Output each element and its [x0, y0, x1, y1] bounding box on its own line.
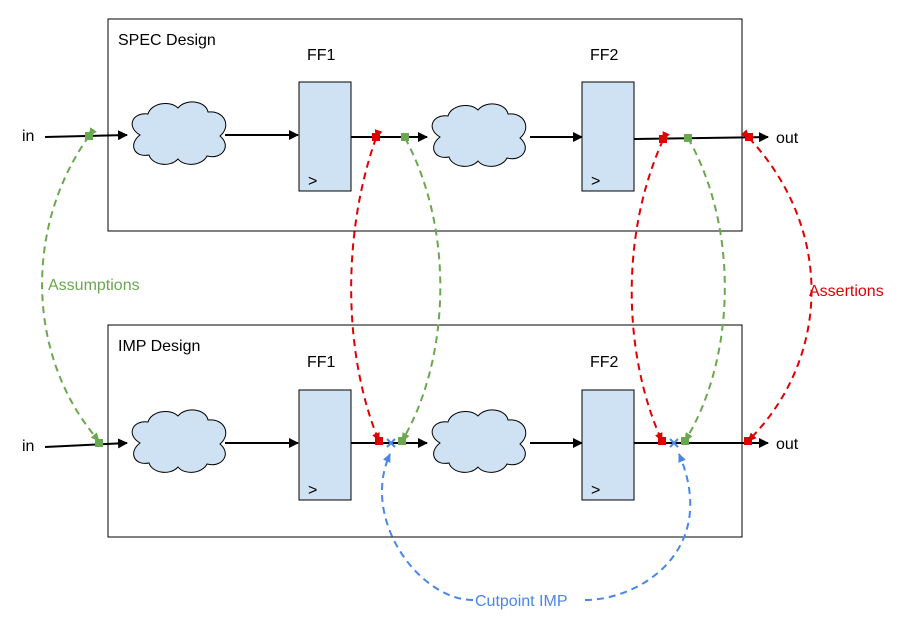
cutpoint-link-right	[584, 453, 692, 601]
imp-ff1-block	[298, 389, 352, 501]
spec-design-title: SPEC Design	[118, 32, 216, 49]
x-marker-icon	[386, 438, 396, 448]
square-marker-icon	[95, 439, 103, 447]
square-marker-icon	[398, 437, 406, 445]
cutpoint-label: Cutpoint IMP	[475, 593, 567, 610]
spec-ff2-label: FF2	[590, 47, 619, 64]
square-marker-icon	[745, 133, 753, 141]
square-marker-icon	[401, 133, 409, 141]
spec-design: SPEC Design FF1 FF2 > > in out	[22, 18, 799, 232]
imp-input-wire	[44, 438, 128, 449]
square-marker-icon	[375, 437, 383, 445]
cutpoint-link-left	[380, 453, 474, 601]
spec-logic-cloud-2	[431, 103, 527, 167]
assertion-link-ff1	[350, 129, 383, 442]
square-marker-icon	[659, 135, 667, 143]
imp-logic-cloud-2	[431, 409, 527, 473]
square-marker-icon	[658, 437, 666, 445]
assertions-label: Assertions	[809, 283, 884, 300]
imp-ff1-label: FF1	[307, 354, 336, 371]
spec-ff2-clock-icon: >	[591, 173, 600, 190]
spec-ff1-clock-icon: >	[308, 173, 317, 190]
assumption-link-ff1	[401, 137, 442, 442]
assertion-links	[350, 129, 813, 442]
square-marker-icon	[744, 437, 752, 445]
x-marker-icon	[669, 438, 679, 448]
imp-design-title: IMP Design	[118, 338, 200, 355]
imp-design: IMP Design FF1 FF2 > > in out	[22, 324, 799, 538]
assumption-links	[41, 127, 726, 442]
spec-ff2-block	[581, 81, 635, 192]
imp-input-label: in	[22, 438, 34, 455]
imp-ff2-label: FF2	[590, 354, 619, 371]
square-marker-icon	[681, 437, 689, 445]
spec-ff1-block	[298, 81, 352, 192]
assertion-link-ff2	[630, 131, 670, 442]
square-marker-icon	[85, 132, 93, 140]
assumption-link-ff2	[684, 137, 726, 442]
imp-logic-cloud-1	[131, 409, 227, 473]
square-marker-icon	[684, 134, 692, 142]
spec-logic-cloud-1	[131, 101, 227, 165]
imp-ff1-clock-icon: >	[308, 482, 317, 499]
cutpoint-links	[380, 453, 692, 601]
assertion-link-output	[740, 129, 813, 442]
imp-output-label: out	[776, 436, 799, 453]
point-markers	[85, 132, 753, 448]
spec-ff1-label: FF1	[307, 47, 336, 64]
assumptions-label: Assumptions	[48, 277, 140, 294]
imp-ff2-clock-icon: >	[591, 482, 600, 499]
spec-output-label: out	[776, 130, 799, 147]
imp-ff2-block	[581, 389, 635, 501]
spec-input-label: in	[22, 128, 34, 145]
square-marker-icon	[372, 133, 380, 141]
